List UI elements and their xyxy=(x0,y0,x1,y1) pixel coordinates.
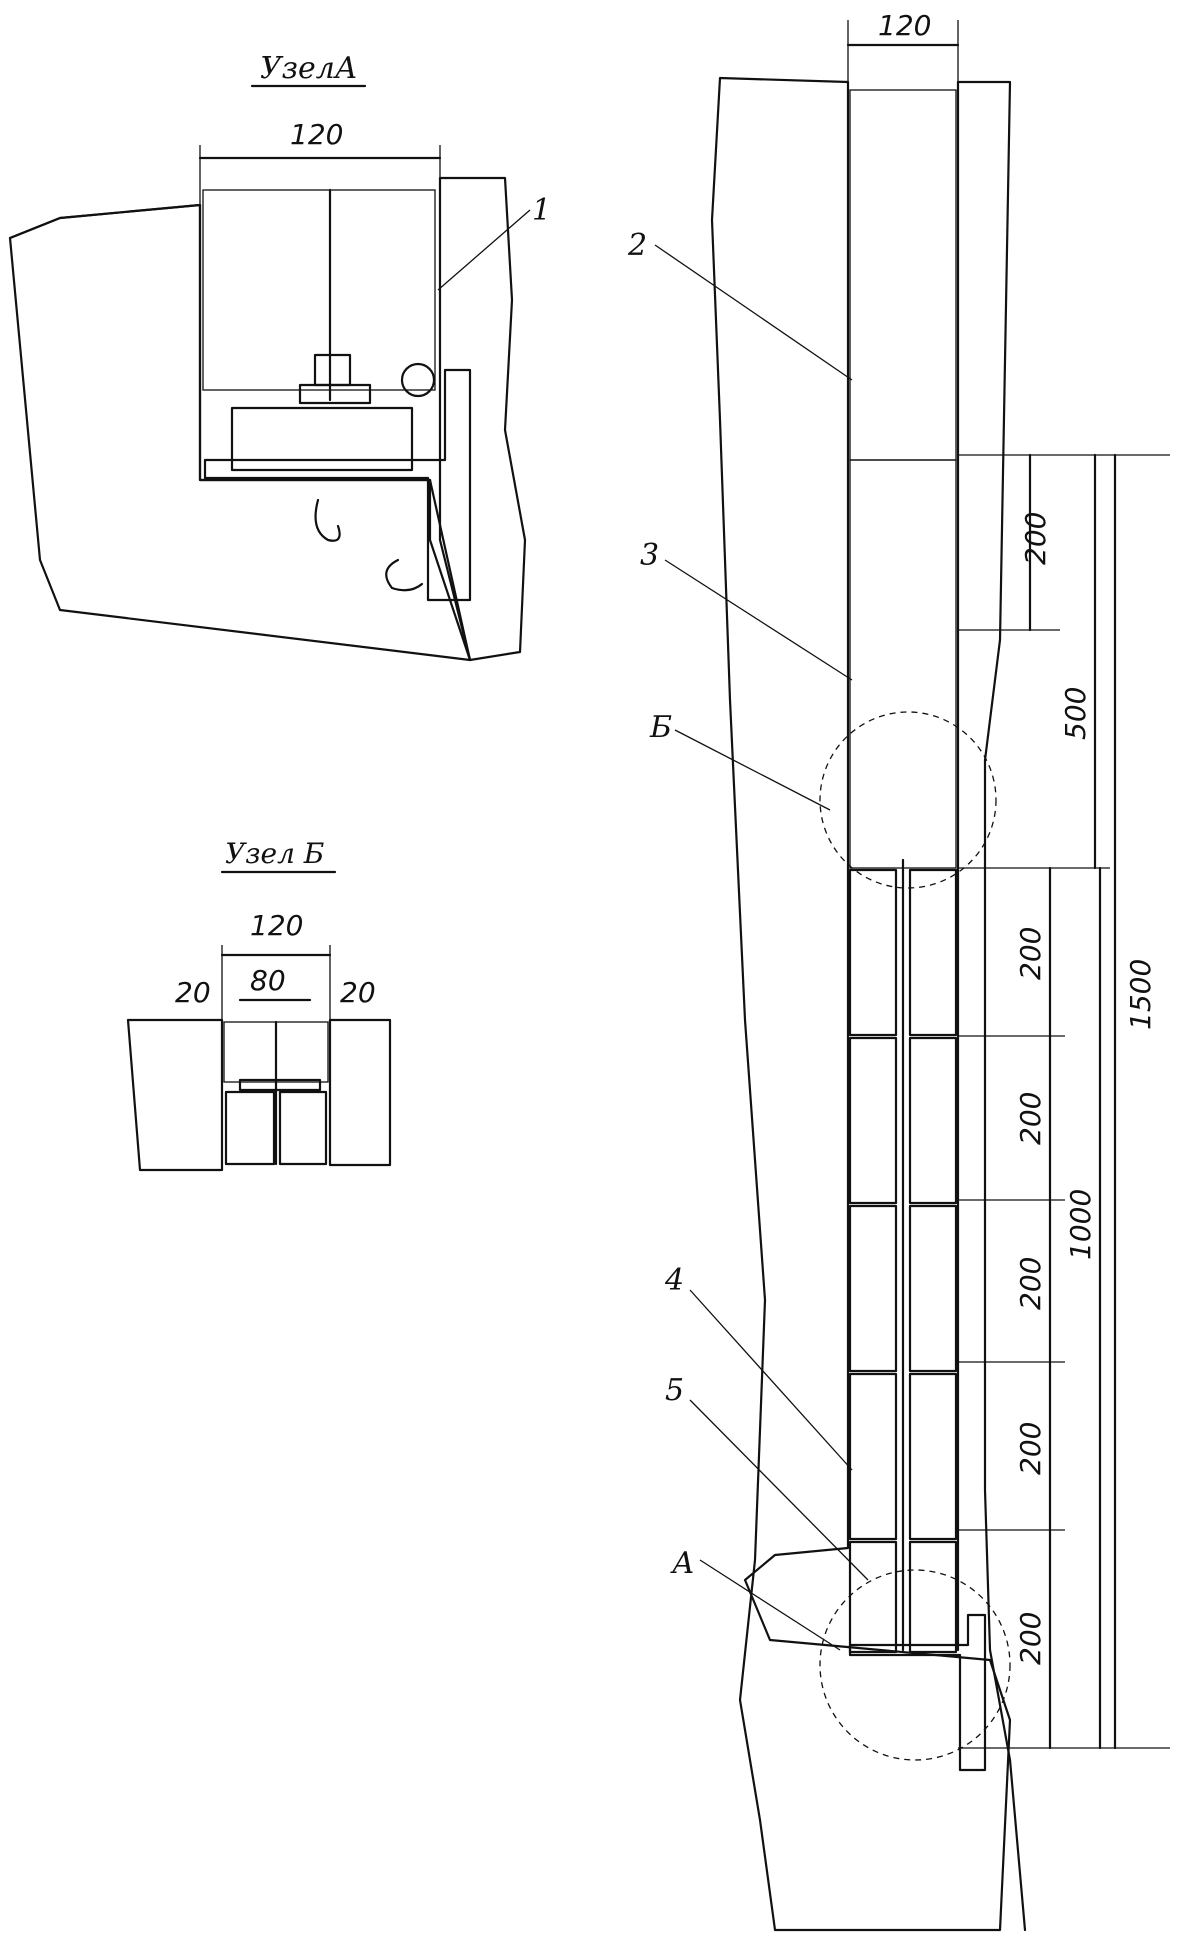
main-section: 120 2 3 xyxy=(627,9,1170,1932)
detail-b-block-left xyxy=(224,1090,276,1166)
section-detail-circle-b xyxy=(819,711,997,889)
section-callout-3: 3 xyxy=(640,538,659,573)
section-callout-b: Б xyxy=(649,710,672,745)
section-width-dim: 120 xyxy=(878,9,931,42)
section-detail-circle-a xyxy=(819,1569,1011,1761)
dim-inner-1: 200 xyxy=(1019,512,1052,565)
section-rock-right-edge xyxy=(956,80,1027,1932)
detail-b-rock-right xyxy=(328,1018,392,1167)
detail-a-anchor-hook xyxy=(314,498,341,542)
detail-a: УзелА 120 1 xyxy=(8,51,551,662)
detail-b-mid-dim: 80 xyxy=(250,964,286,997)
detail-a-rock-right xyxy=(438,176,527,662)
detail-b-title: Узел Б xyxy=(225,837,324,870)
section-block-column xyxy=(848,858,958,1654)
detail-a-callout: 1 xyxy=(532,193,551,228)
section-callout-4: 4 xyxy=(664,1263,684,1298)
dim-mid-1: 500 xyxy=(1059,687,1092,740)
detail-a-seal-tube xyxy=(400,362,436,398)
section-callout-5: 5 xyxy=(665,1373,684,1408)
dim-inner-5: 200 xyxy=(1014,1422,1047,1475)
dim-mid-2: 1000 xyxy=(1064,1189,1097,1260)
detail-b-right-dim: 20 xyxy=(340,976,376,1009)
dim-inner-4: 200 xyxy=(1014,1257,1047,1310)
detail-b-left-dim: 20 xyxy=(175,976,211,1009)
detail-a-steel-angle xyxy=(203,368,472,602)
section-bottom-angle xyxy=(848,1613,987,1772)
dim-inner-6: 200 xyxy=(1014,1612,1047,1665)
detail-a-callout-leader xyxy=(437,209,531,291)
detail-a-title: УзелА xyxy=(260,51,358,86)
detail-b: Узел Б 120 20 80 20 xyxy=(126,837,392,1172)
dim-outer-1: 1500 xyxy=(1124,959,1157,1030)
detail-a-timber xyxy=(230,406,414,472)
dim-inner-3: 200 xyxy=(1014,1092,1047,1145)
section-callout-2: 2 xyxy=(627,228,647,263)
detail-b-block-right xyxy=(278,1090,328,1166)
section-clay-zone xyxy=(849,459,957,869)
section-rock-left xyxy=(710,76,1012,1932)
dim-inner-2: 200 xyxy=(1014,927,1047,980)
detail-a-width-dim: 120 xyxy=(290,118,343,151)
detail-a-rock xyxy=(8,203,472,662)
section-callout-a: А xyxy=(670,1546,695,1581)
detail-a-rubble-fill xyxy=(202,189,436,391)
detail-b-rock-left xyxy=(126,1018,224,1172)
section-water-zone xyxy=(849,89,957,461)
detail-b-width-dim: 120 xyxy=(250,909,303,942)
